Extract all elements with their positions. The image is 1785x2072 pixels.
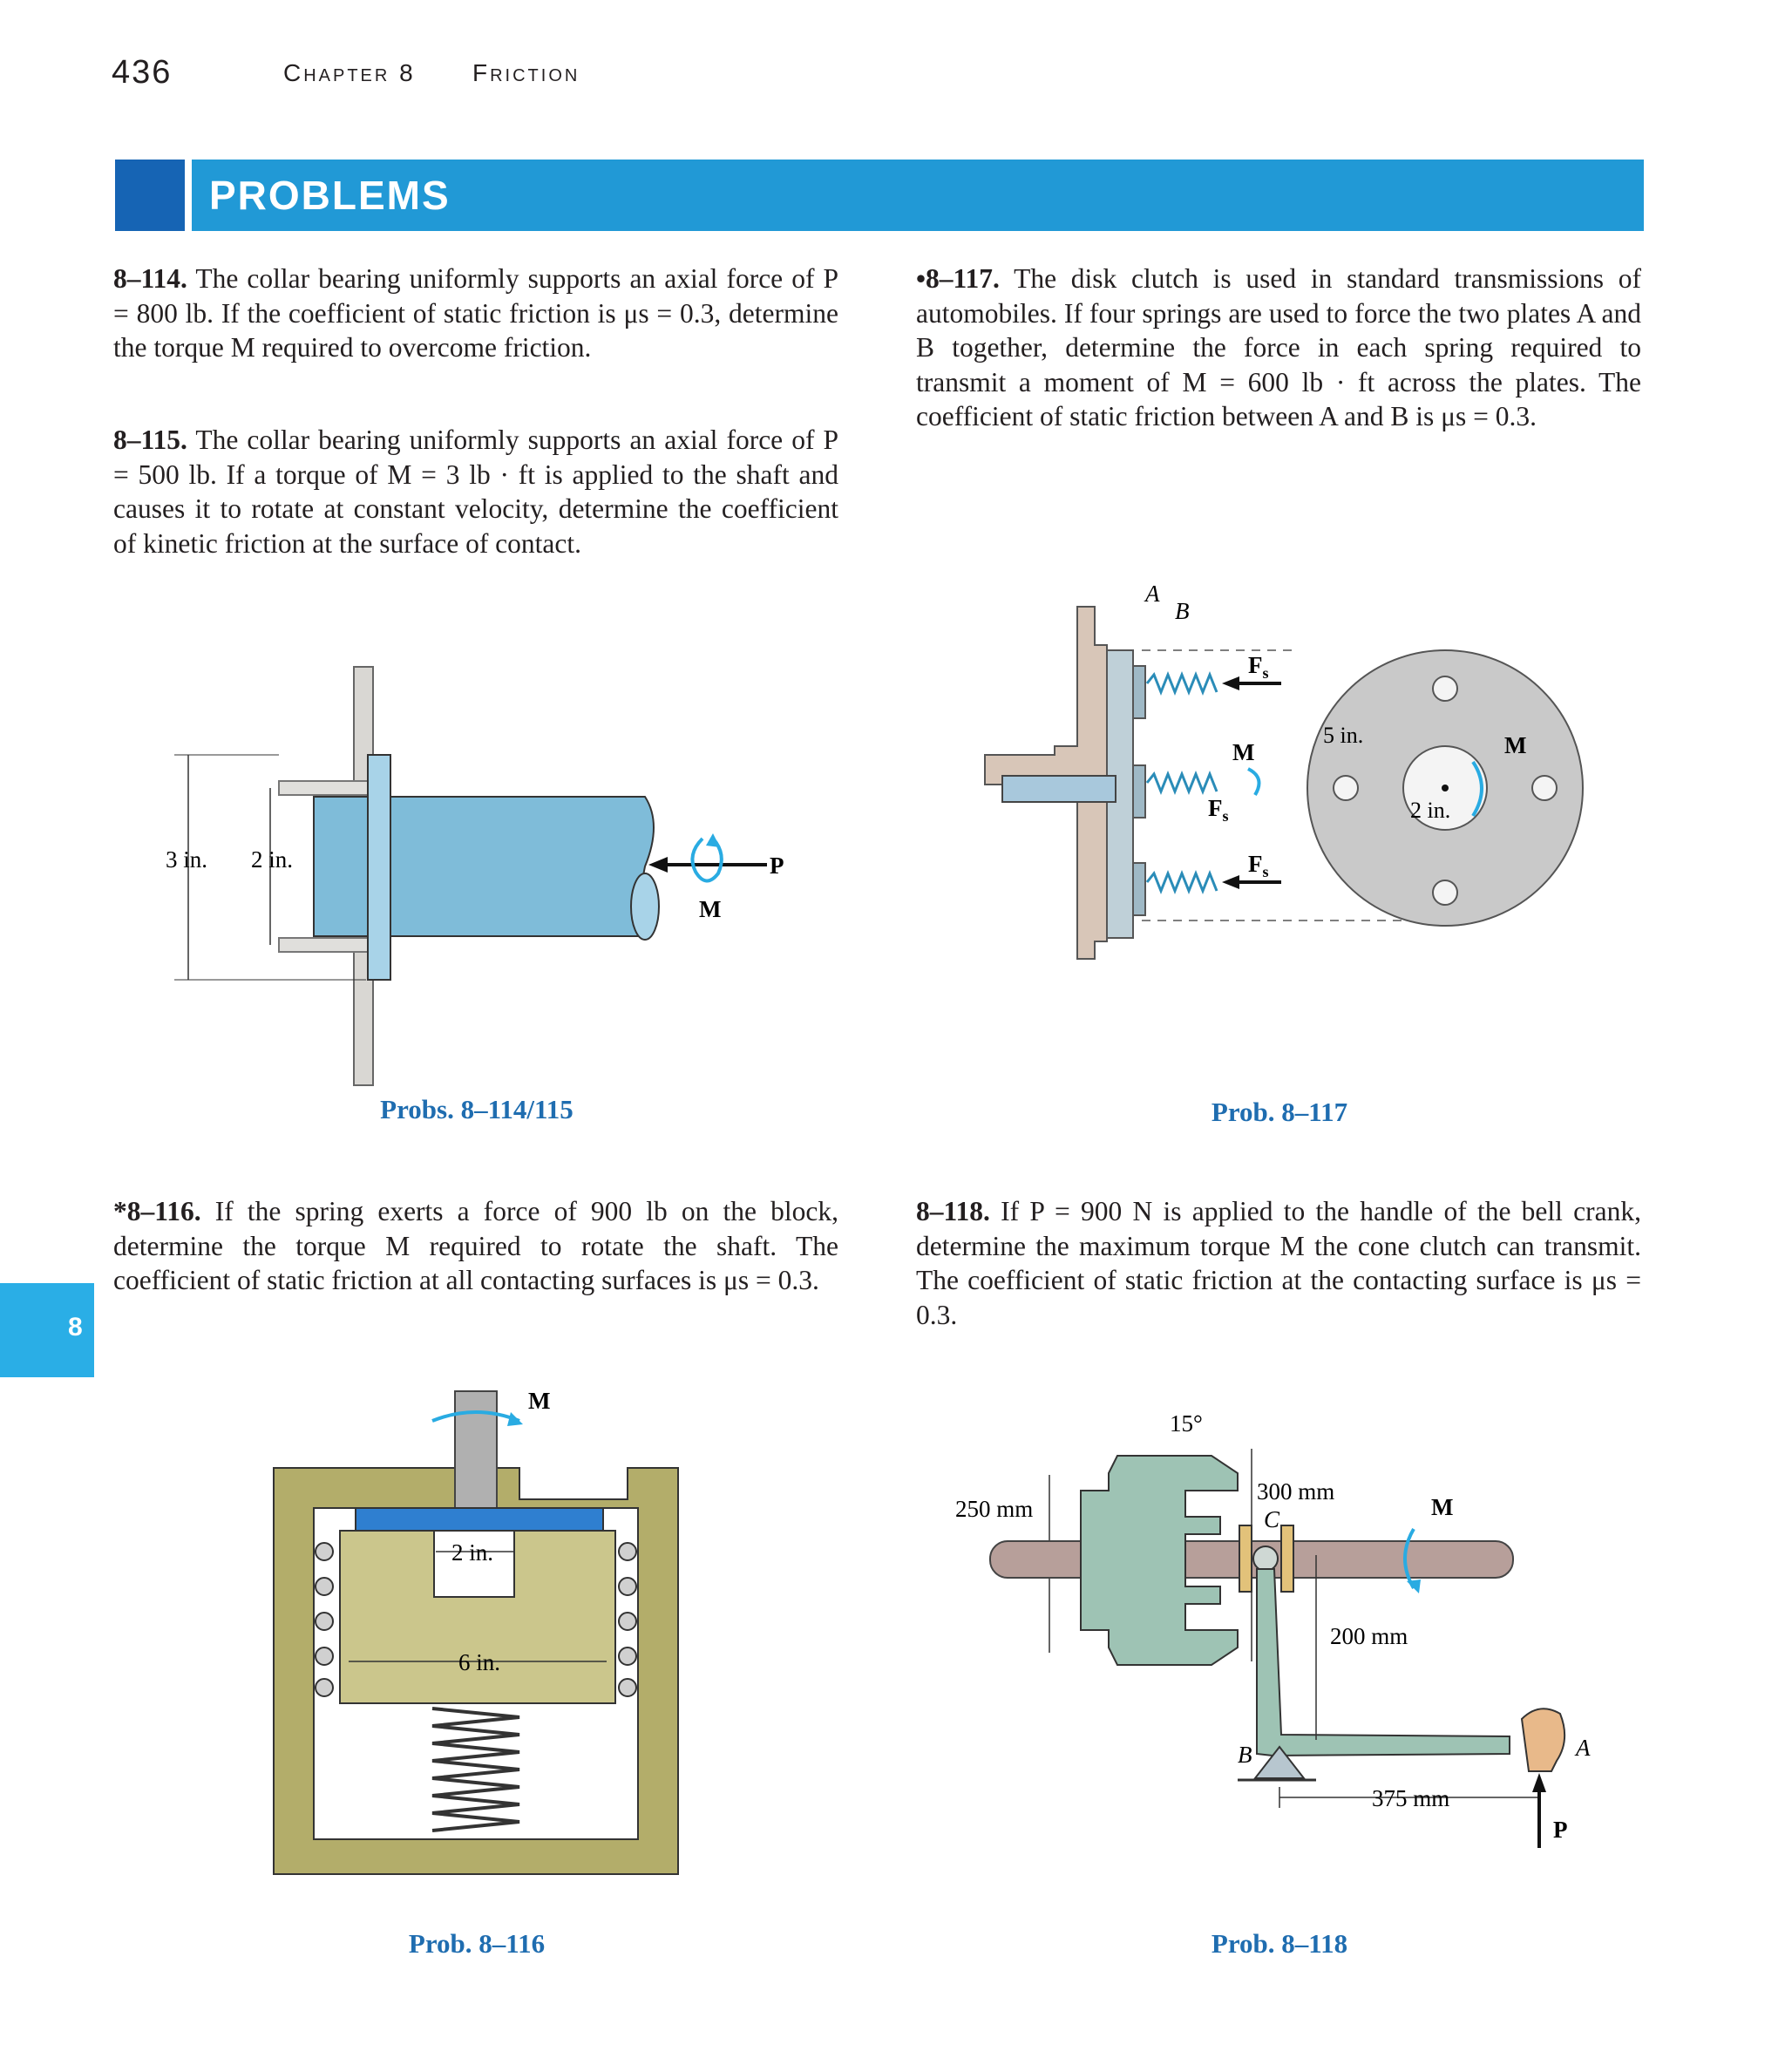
- page-number: 436: [112, 54, 173, 91]
- dim-2in: 2 in.: [451, 1539, 493, 1566]
- dim-2in: 2 in.: [1410, 798, 1450, 823]
- problem-number: *8–116.: [113, 1196, 201, 1226]
- label-P: P: [1553, 1817, 1568, 1843]
- shaft: [313, 796, 655, 937]
- label-B: B: [1238, 1742, 1252, 1768]
- force-Fs-arrowhead-3: [1222, 875, 1239, 889]
- spring-seat-1: [1132, 665, 1146, 719]
- disk-center: [1442, 785, 1449, 791]
- figure-disk-clutch: Fs Fs Fs M A B 5 in. 2 in. M: [984, 581, 1584, 960]
- problem-text: If the spring exerts a force of 900 lb o…: [113, 1196, 838, 1295]
- banner-block: [115, 160, 185, 231]
- dim-5in: 5 in.: [1323, 723, 1363, 748]
- problem-number: •8–117.: [916, 263, 1000, 294]
- label-M: M: [1431, 1494, 1453, 1520]
- rollers: [315, 1542, 637, 1697]
- label-M: M: [699, 896, 721, 922]
- page-header: 436 Chapter 8 Friction: [0, 54, 1785, 106]
- banner-title: PROBLEMS: [209, 173, 451, 218]
- dim-300mm: 300 mm: [1257, 1478, 1334, 1505]
- chapter-tab: 8: [0, 1283, 94, 1377]
- disk-plate: [355, 1507, 604, 1532]
- force-P-arrowhead: [648, 857, 668, 873]
- banner-separator: [185, 160, 192, 231]
- dim-3in: 3 in.: [166, 846, 207, 873]
- support-upper: [278, 780, 376, 796]
- dim-250mm: 250 mm: [955, 1496, 1033, 1522]
- force-Fs-arrowhead-1: [1222, 676, 1239, 690]
- dim-2in: 2 in.: [251, 846, 293, 873]
- spring: [431, 1707, 520, 1832]
- bell-crank-lever: [1256, 1568, 1510, 1757]
- spring-1: [1145, 670, 1218, 696]
- spring-2: [1145, 770, 1218, 796]
- moment-arrowhead: [706, 833, 720, 847]
- caption-8-116: Prob. 8–116: [408, 1928, 546, 1959]
- label-Fs-1: Fs: [1248, 652, 1269, 682]
- spring-hole-bottom: [1432, 880, 1458, 906]
- spring-seat-3: [1132, 862, 1146, 916]
- cone-clutch: [1080, 1455, 1239, 1666]
- moment-M-arrow: [690, 837, 723, 883]
- hand: [1520, 1708, 1566, 1772]
- dim-6in: 6 in.: [458, 1649, 500, 1675]
- pin-C: [1252, 1546, 1279, 1572]
- spring-hole-right: [1531, 775, 1558, 801]
- caption-8-114-115: Probs. 8–114/115: [380, 1094, 574, 1124]
- problem-8-115: 8–115. The collar bearing uniformly supp…: [113, 423, 838, 560]
- moment-arrow-side: [1247, 767, 1261, 797]
- moment-arrowhead: [507, 1412, 523, 1426]
- chapter-tab-label: 8: [68, 1313, 83, 1342]
- block: [339, 1530, 616, 1704]
- moment-arrowhead: [1407, 1579, 1421, 1593]
- chapter-title: Friction: [472, 59, 580, 86]
- problems-banner: PROBLEMS: [115, 160, 1644, 231]
- moment-arrow-front: [1471, 760, 1483, 818]
- problem-text: If P = 900 N is applied to the handle of…: [916, 1196, 1642, 1330]
- angle-15deg: 15°: [1170, 1410, 1203, 1437]
- label-A: A: [1574, 1735, 1591, 1761]
- label-Fs-2: Fs: [1208, 795, 1229, 825]
- problem-8-117: •8–117. The disk clutch is used in stand…: [916, 262, 1641, 434]
- label-P: P: [770, 853, 784, 879]
- dim-200mm: 200 mm: [1330, 1623, 1408, 1649]
- support-lower: [278, 937, 376, 953]
- collar-right: [1280, 1525, 1294, 1593]
- spring-hole-left: [1333, 775, 1359, 801]
- chapter-label: Chapter 8: [283, 59, 416, 86]
- label-M-side: M: [1232, 739, 1254, 765]
- force-P-arrowhead: [1532, 1773, 1546, 1792]
- problem-number: 8–114.: [113, 263, 187, 294]
- collar: [367, 754, 391, 981]
- problem-8-114: 8–114. The collar bearing uniformly supp…: [113, 262, 838, 365]
- dim-375mm: 375 mm: [1372, 1785, 1449, 1811]
- problem-8-116: *8–116. If the spring exerts a force of …: [113, 1194, 838, 1298]
- spring-seat-2: [1132, 764, 1146, 819]
- label-Fs-3: Fs: [1248, 851, 1269, 880]
- label-C: C: [1264, 1506, 1280, 1532]
- problem-number: 8–115.: [113, 425, 187, 455]
- problem-text: The disk clutch is used in standard tran…: [916, 263, 1641, 431]
- figure-collar-bearing: 3 in. 2 in. P M: [166, 666, 784, 1086]
- label-M: M: [528, 1388, 550, 1414]
- clutch-shaft: [1001, 775, 1116, 803]
- problem-8-118: 8–118. If P = 900 N is applied to the ha…: [916, 1194, 1641, 1332]
- spring-hole-top: [1432, 676, 1458, 702]
- label-B: B: [1175, 598, 1190, 624]
- support-B: [1252, 1745, 1307, 1779]
- caption-8-118: Prob. 8–118: [1211, 1928, 1348, 1959]
- shaft-end: [630, 873, 660, 941]
- spring-3: [1145, 869, 1218, 895]
- problem-number: 8–118.: [916, 1196, 990, 1226]
- label-M-front: M: [1504, 732, 1526, 758]
- problem-text: The collar bearing uniformly supports an…: [113, 425, 838, 559]
- collar-left: [1239, 1525, 1252, 1593]
- problem-text: The collar bearing uniformly supports an…: [113, 263, 838, 363]
- label-A: A: [1144, 581, 1160, 607]
- caption-8-117: Prob. 8–117: [1211, 1097, 1348, 1127]
- figure-spring-block: 2 in. 6 in. M: [273, 1388, 679, 1875]
- figure-bell-crank: 250 mm 15° 300 mm C B 200 mm 375 mm A P …: [955, 1410, 1591, 1848]
